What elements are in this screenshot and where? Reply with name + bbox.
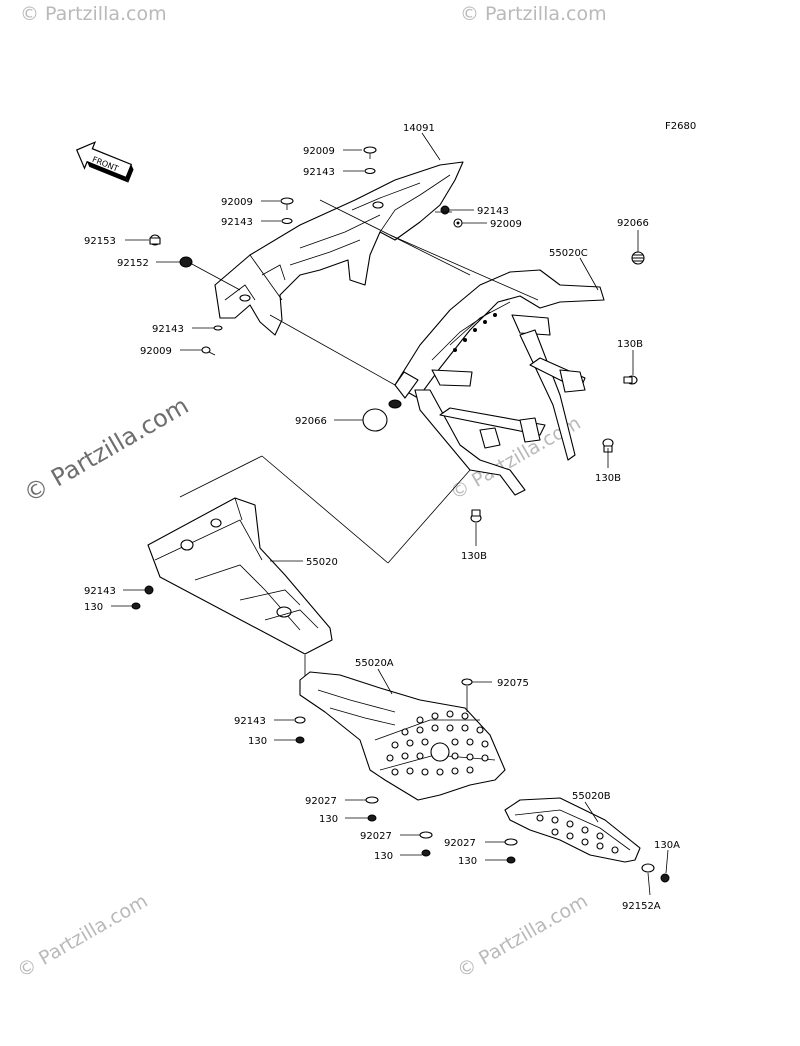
label-92027-b: 92027 <box>360 831 392 842</box>
bolt-92009-d <box>201 346 216 356</box>
label-92009-c: 92009 <box>490 219 522 230</box>
bolt-92009-c <box>453 218 463 228</box>
label-55020a: 55020A <box>355 658 394 669</box>
label-92009-a: 92009 <box>303 146 335 157</box>
washer-92143-d <box>213 325 223 331</box>
bolt-130-d <box>421 849 431 857</box>
washer-92143-f <box>294 716 306 724</box>
label-130-e: 130 <box>458 856 477 867</box>
label-130b-b: 130B <box>595 473 621 484</box>
washer-92027-a <box>365 796 379 804</box>
bolt-130-e <box>506 856 516 864</box>
label-92075: 92075 <box>497 678 529 689</box>
label-92143-f: 92143 <box>234 716 266 727</box>
label-92152: 92152 <box>117 258 149 269</box>
watermark-tile-2: © Partzilla.com <box>460 3 607 25</box>
label-130b-a: 130B <box>617 339 643 350</box>
part-labels: 14091 92009 92143 92009 92143 92153 9215… <box>84 123 680 912</box>
label-92143-c: 92143 <box>477 206 509 217</box>
assembly-lines-middle <box>179 455 471 564</box>
cap-92075 <box>461 678 473 686</box>
label-130b-c: 130B <box>461 551 487 562</box>
end-cap-92066-a <box>631 251 645 265</box>
label-130-b: 130 <box>248 736 267 747</box>
label-92009-d: 92009 <box>140 346 172 357</box>
label-55020: 55020 <box>306 557 338 568</box>
washer-92143-c <box>440 205 450 215</box>
bolt-130a <box>660 873 670 883</box>
bolt-130-c <box>367 814 377 822</box>
grommet-92152 <box>179 256 193 268</box>
label-130-a: 130 <box>84 602 103 613</box>
bolt-130-b <box>295 736 305 744</box>
bolt-92009-b <box>280 197 294 210</box>
washer-92152a <box>641 863 655 873</box>
label-92027-c: 92027 <box>444 838 476 849</box>
bolt-130b-a <box>623 375 638 385</box>
label-92143-b: 92143 <box>221 217 253 228</box>
label-92143-a: 92143 <box>303 167 335 178</box>
front-arrow-icon: FRONT <box>75 141 134 183</box>
bolt-130b-c <box>470 509 482 523</box>
label-55020c: 55020C <box>549 248 588 259</box>
watermark-tile-5: © Partzilla.com <box>454 890 592 982</box>
label-92143-e: 92143 <box>84 586 116 597</box>
label-92027-a: 92027 <box>305 796 337 807</box>
label-92153: 92153 <box>84 236 116 247</box>
label-92066-b: 92066 <box>295 416 327 427</box>
label-55020b: 55020B <box>572 791 611 802</box>
figure-code: F2680 <box>665 121 696 132</box>
bolt-92153 <box>149 234 161 246</box>
watermark-main: © Partzilla.com <box>19 391 193 508</box>
washer-92143-a <box>364 167 376 175</box>
cover-14091 <box>214 161 464 336</box>
label-92066-a: 92066 <box>617 218 649 229</box>
assembly-lines-upper <box>189 199 539 386</box>
bolt-92009-a <box>363 146 377 159</box>
label-92143-d: 92143 <box>152 324 184 335</box>
end-cap-92066-b <box>362 408 388 432</box>
bolt-130-a <box>131 602 141 610</box>
leader-lines <box>111 132 669 896</box>
label-130-c: 130 <box>319 814 338 825</box>
label-130-d: 130 <box>374 851 393 862</box>
skid-plate-55020a <box>299 671 506 801</box>
washer-92027-b <box>419 831 433 839</box>
label-92009-b: 92009 <box>221 197 253 208</box>
guard-frame-55020c <box>388 269 605 496</box>
skid-plate-55020a-holes <box>386 710 489 776</box>
watermark-tile-1: © Partzilla.com <box>20 3 167 25</box>
washer-92143-b <box>281 217 293 225</box>
label-130a: 130A <box>654 840 680 851</box>
skid-plate-55020b <box>504 797 641 863</box>
washer-92027-c <box>504 838 518 846</box>
guard-55020 <box>147 497 333 655</box>
label-92152a: 92152A <box>622 901 661 912</box>
watermark-tile-4: © Partzilla.com <box>14 890 152 982</box>
washer-92143-e <box>144 585 154 595</box>
label-14091: 14091 <box>403 123 435 134</box>
